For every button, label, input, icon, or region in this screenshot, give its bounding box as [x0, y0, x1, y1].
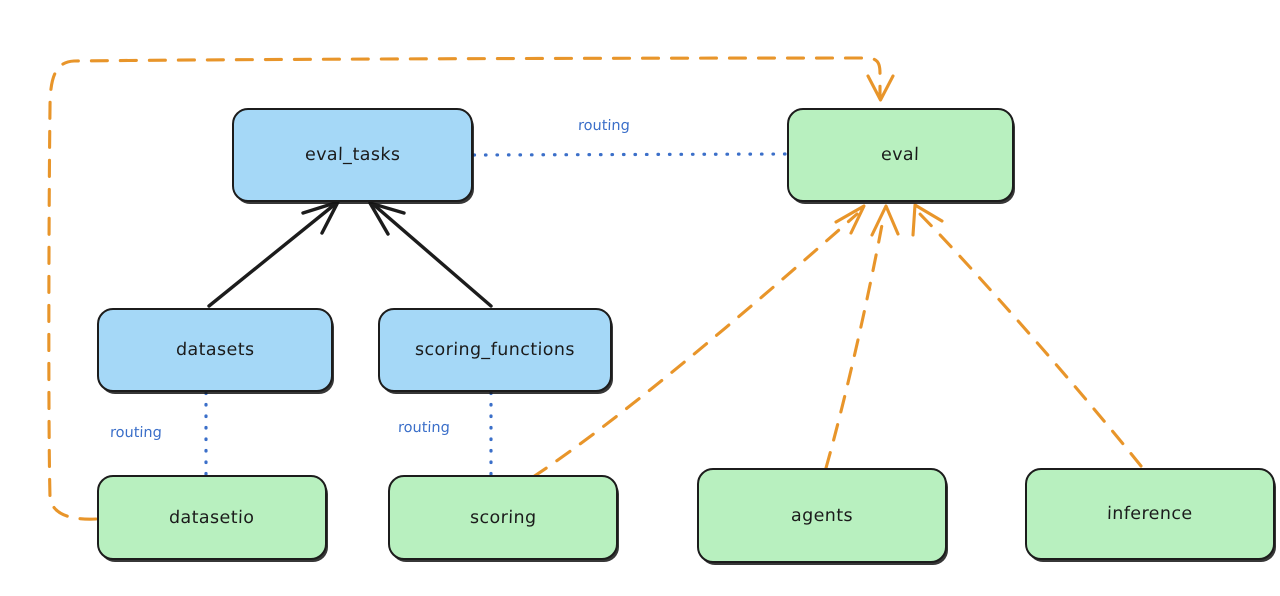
edge-scoring_functions-to-eval_tasks: [368, 201, 493, 308]
node-eval_tasks[interactable]: eval_tasks: [232, 108, 473, 202]
edge-eval_tasks-to-eval: [472, 152, 788, 157]
node-label: datasetio: [169, 507, 255, 528]
node-eval[interactable]: eval: [787, 108, 1014, 202]
edge-label-routing-datasets-datasetio: routing: [109, 425, 163, 441]
node-label: eval: [881, 145, 920, 165]
node-label: inference: [1106, 504, 1194, 524]
edge-scoring-to-eval: [531, 204, 866, 479]
edge-agents-to-eval: [824, 204, 900, 470]
edge-label-routing-eval_tasks-eval: routing: [577, 118, 631, 134]
edge-inference-to-eval: [911, 203, 1143, 468]
node-inference[interactable]: inference: [1025, 468, 1275, 560]
edge-label-routing-scoring_functions-scoring: routing: [397, 420, 451, 436]
node-scoring[interactable]: scoring: [388, 475, 618, 560]
node-label: eval_tasks: [304, 145, 401, 165]
node-label: agents: [790, 505, 854, 526]
node-label: scoring: [469, 507, 537, 528]
node-scoring_functions[interactable]: scoring_functions: [378, 308, 612, 392]
edge-datasets-to-eval_tasks: [207, 200, 340, 308]
node-label: datasets: [175, 340, 255, 360]
node-datasetio[interactable]: datasetio: [97, 475, 327, 560]
edge-datasetio-to-eval: [47, 56, 895, 521]
node-datasets[interactable]: datasets: [97, 308, 333, 392]
node-agents[interactable]: agents: [697, 468, 947, 563]
node-label: scoring_functions: [414, 340, 576, 360]
